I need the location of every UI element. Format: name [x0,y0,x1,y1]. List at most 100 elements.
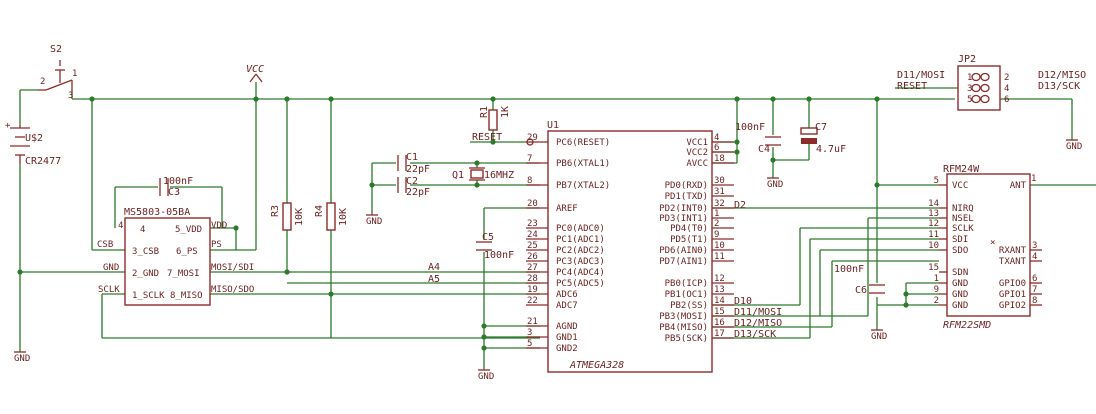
sensor-pin-7: 7_MOSI [167,269,200,279]
radio-pin-label: RXANT [999,246,1027,256]
radio-pin-number: 4 [1032,252,1037,262]
sensor-pin-4: 4 [140,225,145,235]
sensor-pin-3: 3_CSB [132,247,159,257]
mcu-atmega328: U1 ATMEGA328 [547,120,713,373]
sensor-ms5803: MS5803-05BA 4 VDD CSB PS GND MOSI/SDI SC… [97,207,254,306]
sensor-pin-4-num: 4 [118,221,123,231]
c3-value: 100nF [163,176,193,187]
c2-value: 22pF [406,187,430,198]
crystal-name: Q1 [452,170,464,181]
mcu-pin-label: PC5(ADC5) [556,279,605,289]
mcu-pin-number: 32 [714,199,725,209]
mcu-pin-label: PC0(ADC0) [556,224,605,234]
mcu-pin-label: PC3(ADC3) [556,257,605,267]
mcu-name: U1 [547,120,559,131]
svg-text:×: × [990,238,995,248]
mcu-pin-label: PC2(ADC2) [556,246,605,256]
radio-pin-number: 15 [928,263,939,273]
gnd-label: GND [478,372,494,382]
capacitor-c4: 100nF C4 [735,122,781,155]
mcu-pin-label: GND2 [556,344,578,354]
mcu-pin-label: PB3(MOSI) [659,312,708,322]
radio-pin-number: 11 [928,230,939,240]
mcu-pin-number: 24 [527,230,538,240]
radio-name: RFM24W [943,164,980,175]
mcu-pin-number: 18 [714,154,725,164]
svg-text:+: + [5,121,11,131]
sensor-pin-2: 2_GND [132,269,159,279]
radio-pin-label: SDN [952,268,968,278]
mcu-pin-label: PD1(TXD) [665,192,708,202]
sensor-miso-net: MISO/SDO [211,285,254,295]
radio-pin-number: 12 [928,219,939,229]
jp2-net-reset: RESET [897,81,927,92]
r4-name: R4 [314,205,325,217]
battery-value: CR2477 [25,156,61,167]
radio-pin-number: 3 [1032,241,1037,251]
c3-name: C3 [168,187,180,198]
jp2-net-d13: D13/SCK [1038,81,1080,92]
radio-part: RFM22SMD [943,320,991,331]
crystal-q1: Q1 16MHZ [452,167,514,181]
mcu-pin-number: 14 [714,296,725,306]
mcu-pin-number: 17 [714,329,725,339]
mcu-pin-label: PC4(ADC4) [556,268,605,278]
sensor-pin-6: 6_PS [176,247,198,257]
net-d13: D13/SCK [734,329,776,340]
mcu-pin-label: VCC1 [686,138,708,148]
r3-name: R3 [270,205,281,217]
capacitor-c7: C7 4.7uF [800,122,846,155]
svg-text:5: 5 [967,95,972,105]
radio-pin-number: 6 [1032,274,1037,284]
mcu-pin-label: PB5(SCK) [665,334,708,344]
junctions [17,96,909,351]
mcu-pin-label: PD7(AIN1) [659,257,708,267]
svg-text:1: 1 [72,69,77,79]
radio-pin-number: 13 [928,209,939,219]
sensor-pin-8: 8_MISO [170,291,203,301]
radio-rfm24w: RFM24W RFM22SMD 1 × [943,164,1036,331]
net-reset-left: RESET [472,132,502,143]
radio-pin-label: GND [952,301,968,311]
sensor-csb-net: CSB [97,240,113,250]
radio-pin-label: GND [952,279,968,289]
mcu-pin-number: 12 [714,274,725,284]
mcu-pin-number: 10 [714,241,725,251]
capacitor-c5: C5 100nF [476,232,514,261]
mcu-pin-number: 22 [527,296,538,306]
mcu-pin-number: 30 [714,176,725,186]
mcu-pin-number: 19 [527,285,538,295]
mcu-pin-number: 11 [714,252,725,262]
mcu-pin-label: PB0(ICP) [665,279,708,289]
mcu-pin-number: 27 [527,263,538,273]
mcu-pin-number: 9 [714,230,719,240]
radio-pin-number: 14 [928,199,939,209]
radio-pin-number: 2 [934,296,939,306]
jp2-net-d11: D11/MOSI [897,70,945,81]
resistor-r4: R4 10K [314,202,349,231]
mcu-pin-label: PB4(MISO) [659,323,708,333]
sensor-sclk-net: SCLK [98,285,120,295]
c4-value: 100nF [735,122,765,133]
sensor-pin-1: 1_SCLK [132,291,165,301]
c4-name: C4 [758,144,770,155]
radio-pin-label: GPIO2 [999,301,1026,311]
mcu-pin-number: 26 [527,252,538,262]
mcu-pin-label: PD2(INT0) [659,204,708,214]
mcu-pin-number: 25 [527,241,538,251]
mcu-pin-label: PD5(T1) [670,235,708,245]
mcu-pin-label: PD0(RXD) [665,181,708,191]
gnd-label: GND [366,217,382,227]
gnd-label: GND [1066,142,1082,152]
switch-name: S2 [50,44,62,55]
radio-pin-number: 1 [934,274,939,284]
radio-pin-label: NSEL [952,214,974,224]
